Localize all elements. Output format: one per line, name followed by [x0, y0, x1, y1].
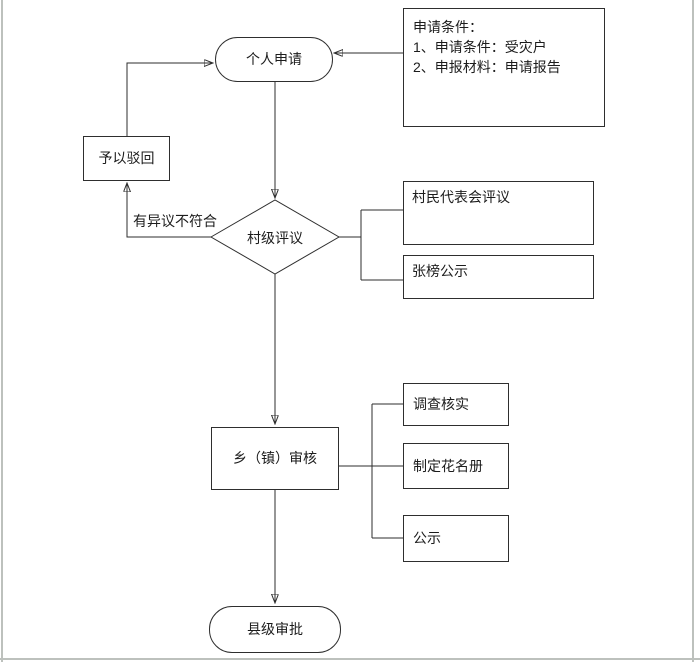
page-edge-left — [1, 0, 3, 662]
node-reject-label: 予以驳回 — [98, 150, 155, 167]
bracket-village-review-outputs — [339, 209, 403, 281]
node-personal-apply: 个人申请 — [215, 37, 333, 82]
node-county-approval: 县级审批 — [209, 606, 341, 653]
node-post-announce: 张榜公示 — [403, 255, 594, 299]
node-reject: 予以驳回 — [83, 136, 170, 181]
node-township-review: 乡（镇）审核 — [211, 427, 339, 490]
node-rep-meeting-label: 村民代表会评议 — [412, 189, 510, 205]
node-investigate-label: 调查核实 — [413, 396, 469, 413]
decision-diamond-village-review — [210, 199, 340, 275]
bracket-township-outputs — [339, 403, 403, 539]
node-township-review-label: 乡（镇）审核 — [233, 450, 317, 467]
node-apply-conditions-note: 申请条件： 1、申请条件：受灾户 2、申报材料：申请报告 — [403, 8, 605, 127]
node-investigate: 调查核实 — [403, 383, 509, 426]
page-edge-right — [692, 0, 694, 662]
node-personal-apply-label: 个人申请 — [246, 51, 302, 68]
node-publicity-label: 公示 — [413, 530, 441, 547]
node-publicity: 公示 — [403, 515, 509, 562]
node-rep-meeting: 村民代表会评议 — [403, 181, 594, 245]
arrow-village-review-to-reject — [127, 183, 211, 238]
edge-label-objection: 有异议不符合 — [133, 213, 217, 229]
node-roster: 制定花名册 — [403, 443, 509, 489]
node-post-announce-label: 张榜公示 — [412, 263, 468, 279]
note-line-condition: 1、申请条件：受灾户 — [413, 39, 547, 55]
page-edge-bottom — [0, 658, 700, 660]
node-county-approval-label: 县级审批 — [247, 621, 303, 638]
node-village-review-label: 村级评议 — [247, 230, 303, 246]
note-line-title: 申请条件： — [413, 19, 483, 35]
node-roster-label: 制定花名册 — [413, 457, 483, 474]
arrow-reject-to-apply — [126, 63, 213, 136]
note-line-materials: 2、申报材料：申请报告 — [413, 59, 561, 75]
